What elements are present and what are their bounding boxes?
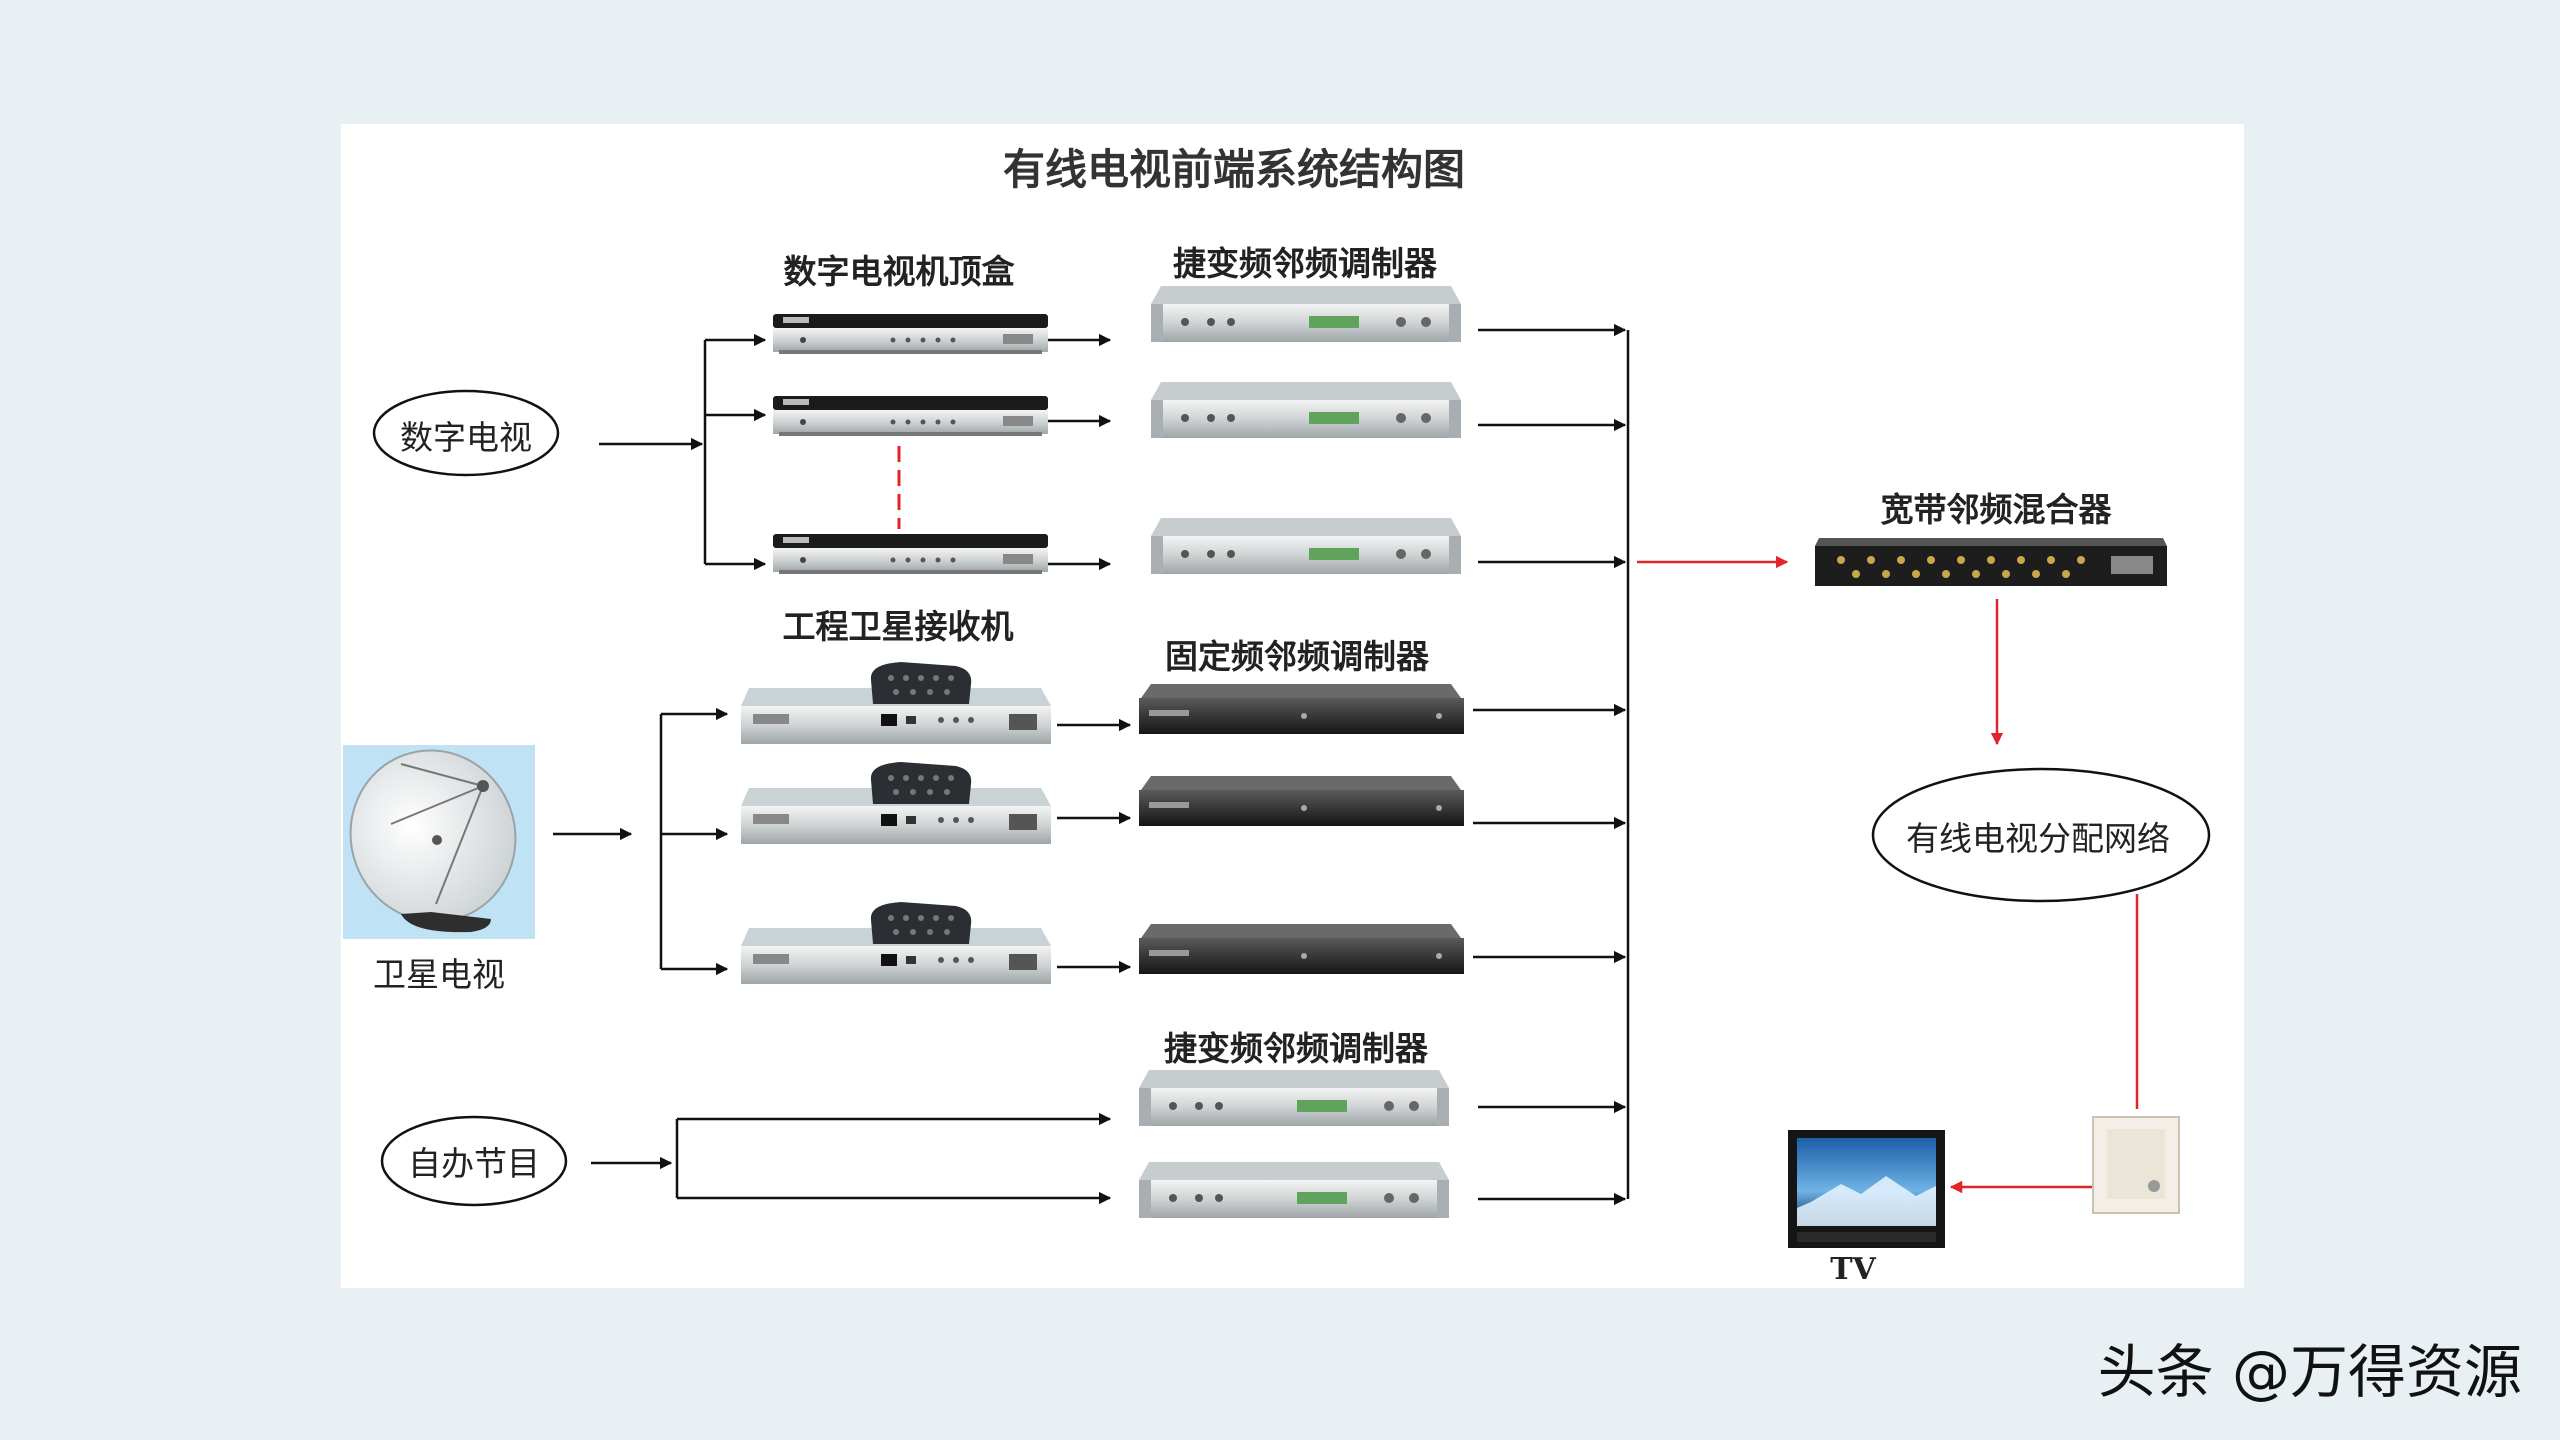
satellite-receiver-icon bbox=[741, 662, 1051, 744]
satellite-connectors bbox=[553, 707, 1132, 976]
modulator-icon bbox=[1139, 1070, 1449, 1126]
mixer-icon bbox=[1815, 538, 2167, 586]
digital-tv-node bbox=[372, 389, 560, 477]
satellite-receiver-icon bbox=[741, 902, 1051, 984]
modulator-icon bbox=[1139, 684, 1464, 734]
fixed-modulator-label: 固定频邻频调制器 bbox=[1165, 637, 1429, 676]
modulator-icon bbox=[1139, 924, 1464, 974]
agile-modulator-top-label: 捷变频邻频调制器 bbox=[1173, 244, 1437, 283]
diagram-canvas bbox=[343, 286, 2211, 1248]
self-programs-label: 自办节目 bbox=[408, 1144, 540, 1183]
network-node bbox=[1871, 767, 2211, 903]
satellite-tv-label: 卫星电视 bbox=[373, 955, 505, 994]
digital-tv-connectors bbox=[599, 333, 1112, 571]
modulator-icon bbox=[1139, 1162, 1449, 1218]
agile-modulator-bottom-label: 捷变频邻频调制器 bbox=[1164, 1029, 1428, 1068]
modulator-icon bbox=[1151, 286, 1461, 342]
satellite-receiver-icon bbox=[741, 762, 1051, 844]
television-icon bbox=[1788, 1130, 1945, 1248]
network-label: 有线电视分配网络 bbox=[1906, 819, 2170, 858]
diagram-panel: 有线电视前端系统结构图 数字电视机顶盒 捷变频邻频调制器 工程卫星接收机 固定频… bbox=[341, 124, 2244, 1288]
wall-outlet-icon bbox=[2092, 1116, 2180, 1214]
tv-label: TV bbox=[1830, 1252, 1876, 1287]
digital-tv-label: 数字电视 bbox=[400, 418, 532, 457]
mixer-label: 宽带邻频混合器 bbox=[1880, 490, 2112, 529]
self-programs-node bbox=[380, 1115, 568, 1207]
self-programs-connectors bbox=[591, 1112, 1112, 1205]
red-signal-path bbox=[1637, 555, 2139, 1194]
sat-receiver-label: 工程卫星接收机 bbox=[782, 607, 1014, 646]
modulator-icon bbox=[1151, 518, 1461, 574]
diagram-title: 有线电视前端系统结构图 bbox=[1002, 145, 1466, 194]
modulator-icon bbox=[1151, 382, 1461, 438]
modulator-icon bbox=[1139, 776, 1464, 826]
set-top-box-icon bbox=[773, 396, 1048, 436]
set-top-box-icon bbox=[773, 534, 1048, 574]
satellite-dish-icon bbox=[343, 745, 535, 939]
output-bus bbox=[1473, 323, 1630, 1206]
set-top-box-icon bbox=[773, 314, 1048, 354]
watermark: 头条 @万得资源 bbox=[2097, 1338, 2522, 1406]
stb-label: 数字电视机顶盒 bbox=[783, 252, 1015, 291]
